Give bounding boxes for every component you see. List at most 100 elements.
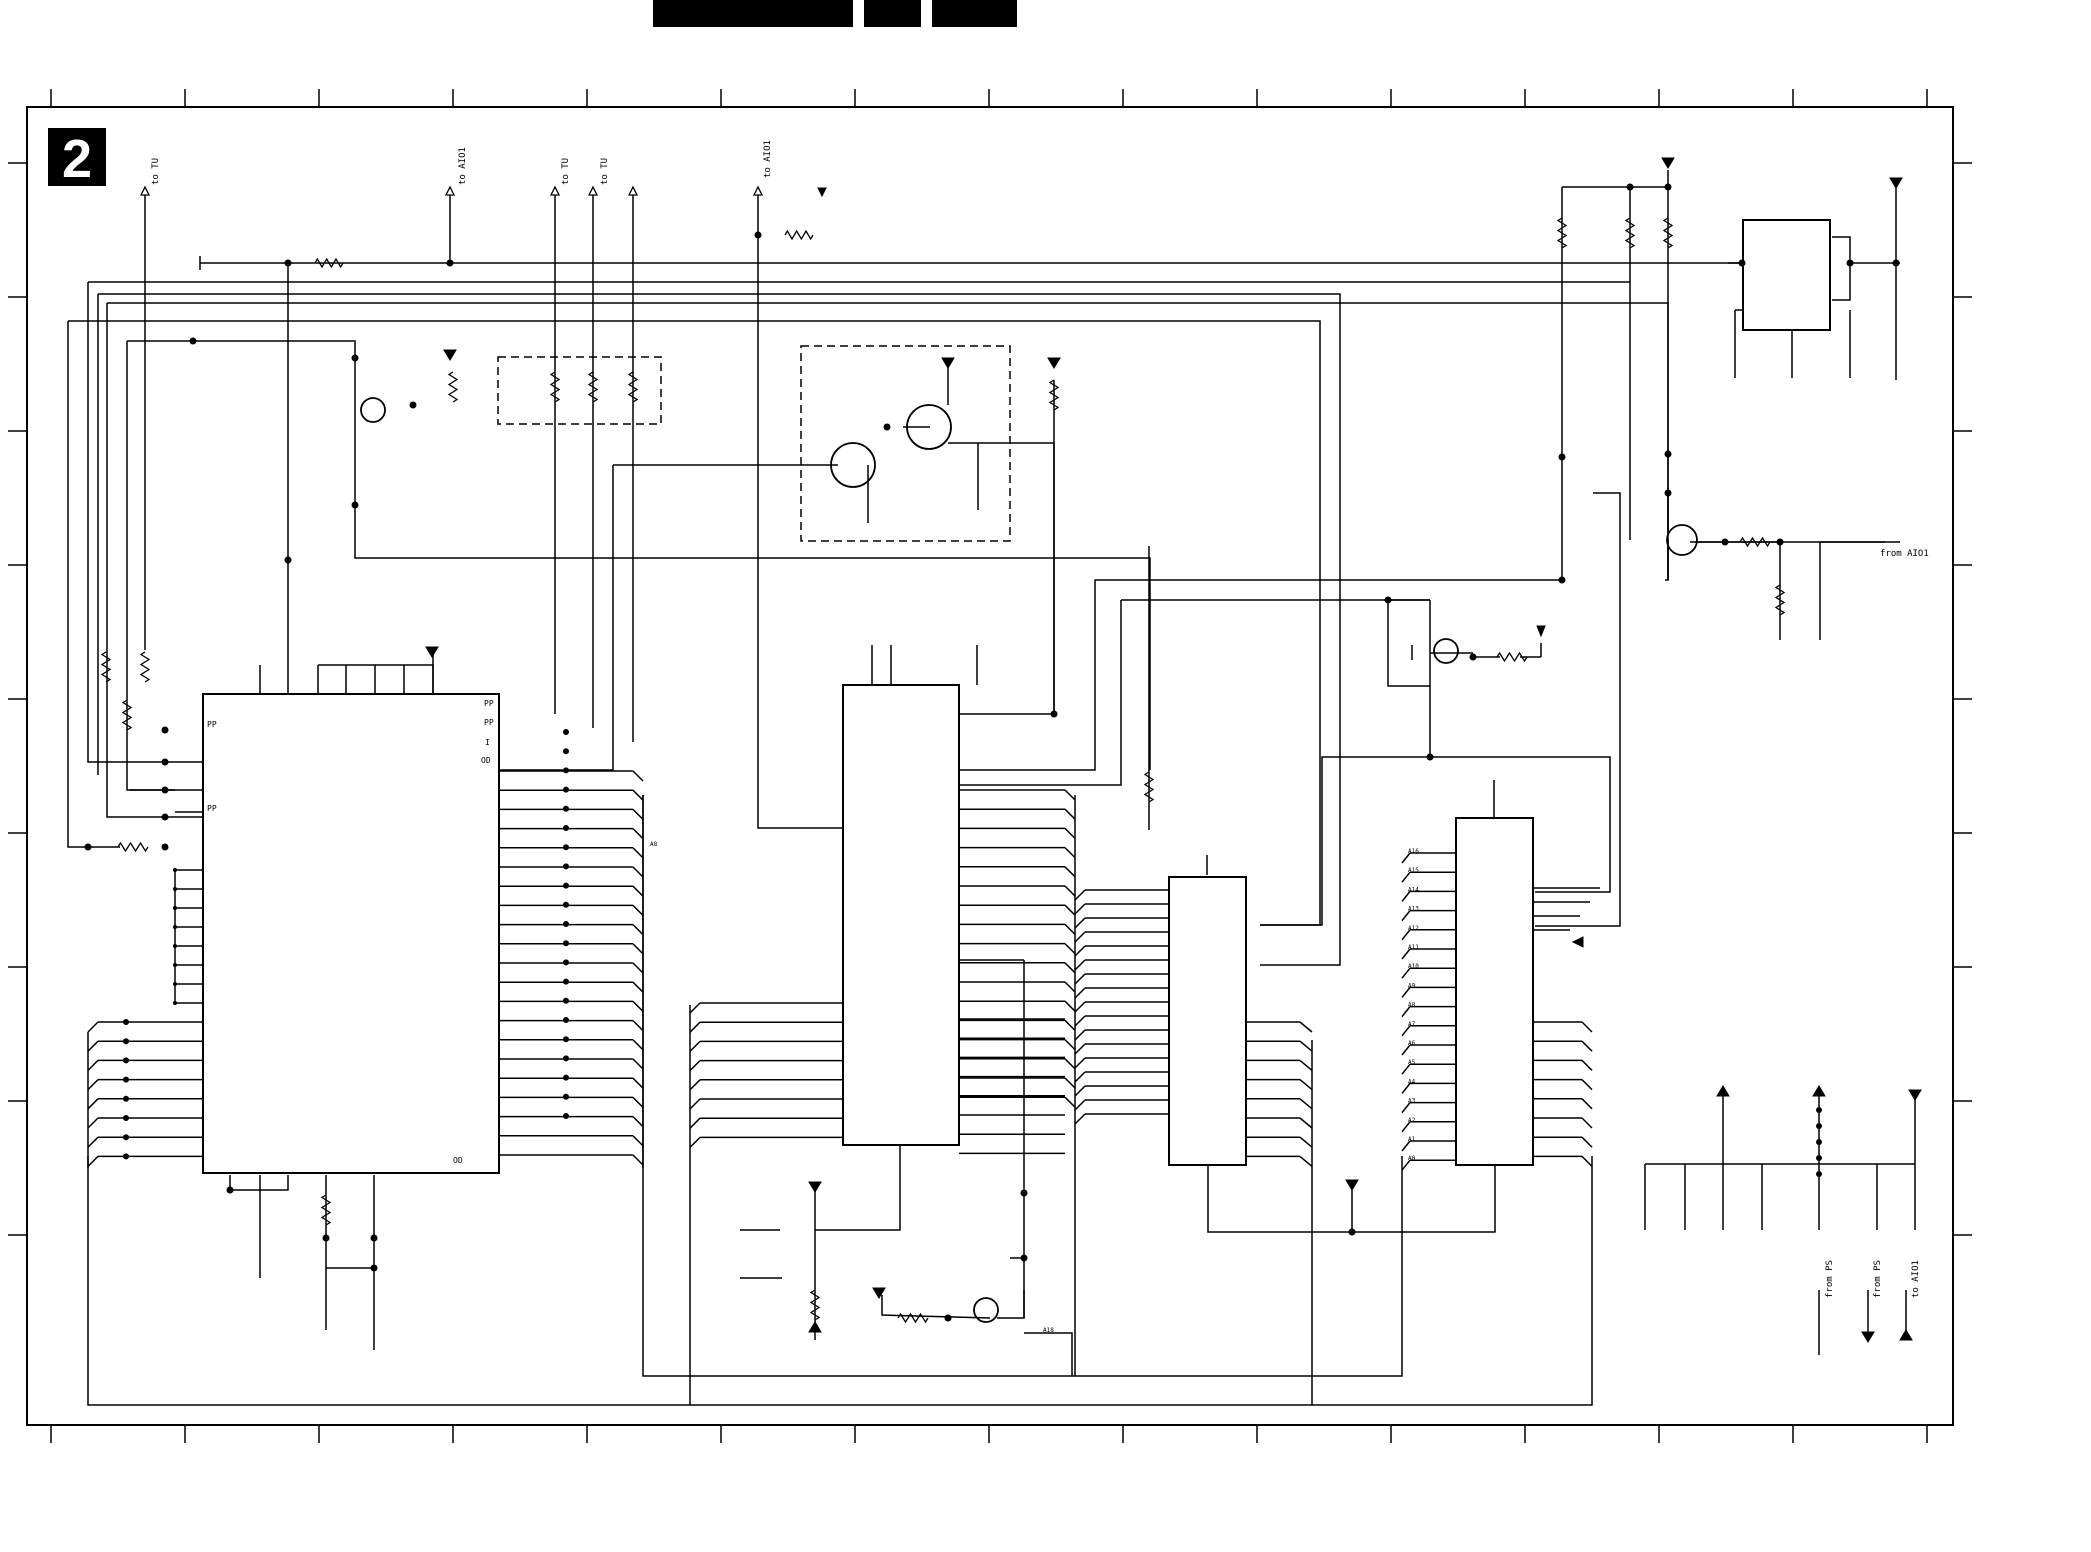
bus-entry bbox=[689, 1021, 701, 1033]
bus-entry bbox=[1064, 923, 1076, 935]
junction-dot bbox=[563, 921, 569, 927]
resistor-icon bbox=[100, 651, 112, 683]
bus-entry bbox=[1401, 967, 1411, 979]
bus-entry bbox=[1064, 1019, 1076, 1031]
label-to-aio1-3: to AIO1 bbox=[1911, 1260, 1921, 1298]
junction-dot bbox=[563, 901, 569, 908]
bus-entry bbox=[1401, 929, 1411, 941]
bus-entry bbox=[1064, 943, 1076, 955]
bus-entry bbox=[1064, 1096, 1076, 1108]
transistor-q6-icon bbox=[973, 1297, 999, 1323]
bus-entry bbox=[1401, 852, 1411, 864]
junction-dot bbox=[563, 786, 569, 793]
bus-entry bbox=[1064, 1077, 1076, 1089]
bus-entry bbox=[1401, 986, 1411, 998]
transistors bbox=[360, 397, 1698, 1323]
bus-entry bbox=[1581, 1136, 1593, 1148]
junction-dot bbox=[1816, 1139, 1822, 1145]
label-to-tu-1: to TU bbox=[151, 158, 161, 185]
bus-entry bbox=[1401, 890, 1411, 902]
junction-dot bbox=[563, 1036, 569, 1043]
ram-address-label: A15 bbox=[1408, 867, 1419, 874]
label-from-aio1: from AIO1 bbox=[1880, 549, 1929, 559]
ram-address-label: A6 bbox=[1408, 1040, 1416, 1047]
junction-dot bbox=[322, 1234, 330, 1242]
resistor-icon bbox=[117, 841, 149, 853]
ram-address-label: A11 bbox=[1408, 944, 1419, 951]
bus-entry bbox=[1401, 1140, 1411, 1152]
bus-entry bbox=[1074, 1057, 1086, 1069]
bus-entry bbox=[1299, 1079, 1313, 1091]
bus-entry bbox=[1064, 1039, 1076, 1051]
bus-entry bbox=[87, 1098, 99, 1110]
bus-entry bbox=[632, 962, 644, 974]
junction-dot bbox=[173, 944, 177, 948]
bus-entry bbox=[1299, 1155, 1313, 1167]
bus-entry bbox=[1401, 1082, 1411, 1094]
resistor-icon bbox=[1143, 771, 1155, 803]
junction-dot bbox=[409, 401, 417, 409]
ram-address-label: A9 bbox=[1408, 982, 1416, 989]
bus-entry bbox=[1064, 808, 1076, 820]
ram-address-label: A10 bbox=[1408, 963, 1419, 970]
frame-ticks bbox=[8, 89, 1972, 1443]
bus-entry bbox=[87, 1079, 99, 1091]
ram-address-label: A0 bbox=[1408, 1155, 1416, 1162]
junction-dot bbox=[754, 231, 762, 239]
junction-dot bbox=[1626, 183, 1634, 191]
bus-entry bbox=[1581, 1059, 1593, 1071]
resistor-icon bbox=[121, 699, 133, 731]
label-a8: A8 bbox=[650, 841, 658, 848]
bus-entry bbox=[1581, 1098, 1593, 1110]
bus-entry bbox=[1074, 959, 1086, 971]
signal-arrows bbox=[139, 185, 764, 196]
bus-entry bbox=[1064, 1000, 1076, 1012]
bus-entry bbox=[1299, 1098, 1313, 1110]
junction-dot bbox=[563, 825, 569, 831]
wiring bbox=[67, 170, 1916, 1406]
junction-dot bbox=[1776, 538, 1784, 546]
bus-entry bbox=[1064, 866, 1076, 878]
bus-entry bbox=[632, 789, 644, 801]
junction-dot bbox=[123, 1153, 129, 1160]
bus-entry bbox=[1401, 1006, 1411, 1018]
bus-entry bbox=[1401, 910, 1411, 922]
junction-dot bbox=[1816, 1107, 1822, 1113]
header-blocks bbox=[653, 0, 1017, 27]
sheet-number-badge: 2 bbox=[48, 128, 106, 189]
resistor-icon bbox=[1624, 217, 1636, 249]
bus-entry bbox=[1581, 1079, 1593, 1091]
bus-entry bbox=[1074, 1001, 1086, 1013]
label-from-ps-2: from PS bbox=[1873, 1260, 1883, 1298]
junction-dot bbox=[563, 767, 569, 774]
latch-block bbox=[1168, 876, 1247, 1166]
bus-entry bbox=[632, 981, 644, 993]
ram-address-label: A16 bbox=[1408, 848, 1419, 855]
junction-dot bbox=[1816, 1155, 1822, 1161]
junction-dot bbox=[1846, 259, 1854, 267]
bus-entry bbox=[1074, 1085, 1086, 1097]
junction-dot bbox=[446, 259, 454, 267]
junction-dot bbox=[563, 1113, 569, 1119]
junction-dot bbox=[173, 925, 177, 929]
transistor-q3-icon bbox=[906, 404, 952, 450]
junction-dot bbox=[161, 813, 169, 821]
junction-dot bbox=[944, 1314, 952, 1322]
ram-address-label: A14 bbox=[1408, 886, 1419, 893]
pin-pp-2: PP bbox=[207, 804, 217, 813]
bus-entry bbox=[1064, 847, 1076, 859]
ram-address-label: A5 bbox=[1408, 1059, 1416, 1066]
junction-dot bbox=[161, 786, 169, 794]
bus-entry bbox=[689, 1060, 701, 1072]
bus-entry bbox=[632, 943, 644, 955]
junction-dot bbox=[563, 863, 569, 870]
junction-dot bbox=[123, 1038, 129, 1045]
ram-address-label: A4 bbox=[1408, 1078, 1416, 1085]
resistor-icon bbox=[897, 1312, 929, 1324]
resistor-icon bbox=[447, 371, 459, 403]
bus-entry bbox=[1074, 931, 1086, 943]
regulator-block bbox=[1742, 219, 1831, 331]
ram-address-labels: A16A15A14A13A12A11A10A9A8A7A6A5A4A3A2A1A… bbox=[1408, 848, 1419, 1162]
junction-dot bbox=[563, 1093, 569, 1100]
bus-entry bbox=[87, 1136, 99, 1148]
